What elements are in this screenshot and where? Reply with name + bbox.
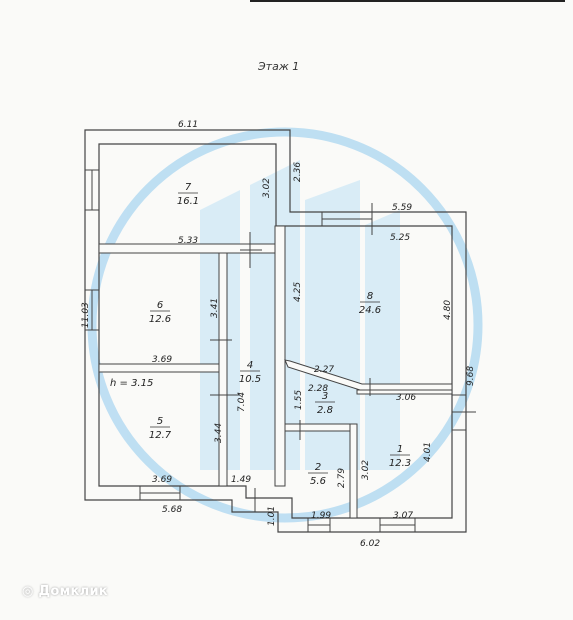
room-number: 7 xyxy=(185,182,192,193)
dimension-label: 6.11 xyxy=(178,120,198,130)
dimension-label: 3.07 xyxy=(393,511,413,521)
dimension-label: 6.02 xyxy=(360,539,380,549)
dimension-labels: 6.11 2.36 3.02 5.33 5.59 5.25 4.25 4.80 11.03 3.4… xyxy=(81,120,476,549)
door-marks xyxy=(210,203,476,512)
room-number: 5 xyxy=(157,416,163,427)
interior-walls xyxy=(98,225,453,519)
dimension-label: 5.25 xyxy=(390,233,410,243)
room-number: 4 xyxy=(247,360,253,371)
dimension-label: 3.44 xyxy=(214,423,224,443)
dimension-label: 9.68 xyxy=(466,366,476,386)
dimension-label: 3.69 xyxy=(152,475,172,485)
dimension-label: 2.28 xyxy=(308,384,328,394)
dimension-label: 3.06 xyxy=(396,393,416,403)
room-area: 24.6 xyxy=(359,305,381,316)
floor-title: Этаж 1 xyxy=(258,60,300,73)
dimension-label: 5.68 xyxy=(162,505,182,515)
dimension-label: 2.36 xyxy=(293,162,303,182)
dimension-label: 5.59 xyxy=(392,203,412,213)
dimension-label: 4.01 xyxy=(423,442,433,462)
dimension-label: 3.02 xyxy=(262,178,272,198)
room-area: 12.6 xyxy=(149,314,171,325)
room-area: 2.8 xyxy=(317,405,333,416)
room-number: 8 xyxy=(367,291,373,302)
room-number: 1 xyxy=(397,444,403,455)
dimension-label: 11.03 xyxy=(81,302,91,328)
watermark-logo xyxy=(87,127,483,523)
room-area: 5.6 xyxy=(310,476,326,487)
room-labels: 7 16.1 6 12.6 5 12.7 4 10.5 8 24.6 3 2.8 2 5.6 1 12.3 xyxy=(149,182,411,487)
watermark-brand: Домклик xyxy=(38,584,108,599)
watermark-text: ◎ Домклик xyxy=(22,584,108,599)
dimension-label: 2.79 xyxy=(337,468,347,488)
dimension-label: 1.01 xyxy=(267,506,277,526)
height-label: h = 3.15 xyxy=(110,378,153,389)
dimension-label: 3.69 xyxy=(152,355,172,365)
room-area: 10.5 xyxy=(239,374,261,385)
dimension-label: 4.80 xyxy=(443,300,453,320)
room-number: 2 xyxy=(315,462,321,473)
room-number: 6 xyxy=(157,300,163,311)
room-area: 16.1 xyxy=(177,196,199,207)
dimension-label: 1.55 xyxy=(294,390,304,410)
dimension-label: 1.99 xyxy=(311,511,331,521)
watermark-icon: ◎ xyxy=(22,584,34,599)
dimension-label: 1.49 xyxy=(231,475,251,485)
dimension-label: 2.27 xyxy=(314,365,334,375)
dimension-label: 7.04 xyxy=(237,392,247,412)
dimension-label: 3.02 xyxy=(361,460,371,480)
dimension-label: 4.25 xyxy=(293,282,303,302)
dimension-label: 5.33 xyxy=(178,236,198,246)
room-area: 12.3 xyxy=(389,458,411,469)
room-number: 3 xyxy=(322,391,328,402)
dimension-label: 3.41 xyxy=(210,298,220,318)
outer-walls xyxy=(84,129,467,533)
room-area: 12.7 xyxy=(149,430,172,441)
